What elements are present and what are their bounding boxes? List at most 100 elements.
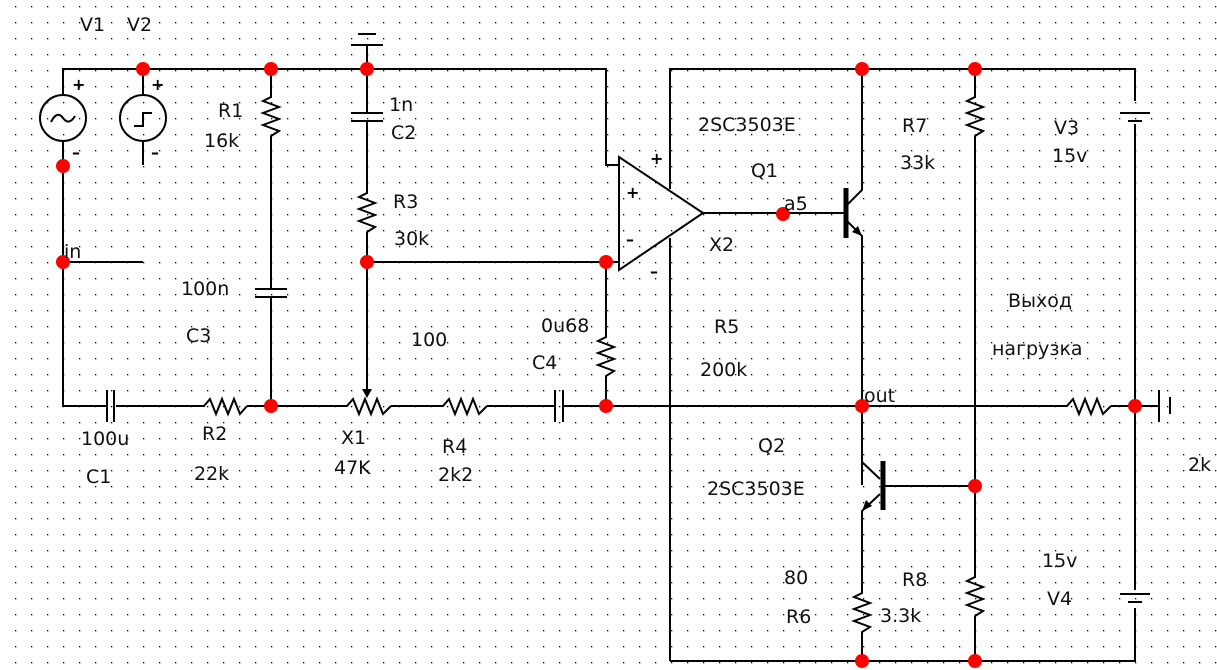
q1-ref-label: Q1 — [751, 160, 778, 182]
wire-power-box[interactable] — [669, 68, 1136, 189]
node — [264, 62, 278, 76]
c2-ref-label: C2 — [391, 122, 416, 144]
r3-resistor[interactable] — [356, 190, 378, 238]
r1-resistor[interactable] — [260, 94, 282, 142]
x1-extra-label: 100 — [411, 329, 447, 351]
load-ground-icon — [1158, 390, 1171, 422]
load-value-label: 2k — [1188, 454, 1211, 476]
opamp-vneg-pin: – — [650, 262, 658, 281]
r2-resistor[interactable] — [200, 396, 248, 417]
output-annotation: Выход — [1008, 290, 1072, 312]
c3-value-label: 100n — [181, 278, 229, 300]
x2-opamp[interactable]: + – + – — [618, 149, 705, 281]
q2-transistor[interactable] — [861, 461, 886, 511]
node — [599, 399, 613, 413]
wire-q1-collector[interactable] — [847, 69, 863, 205]
v2-minus-pin: – — [151, 143, 159, 162]
r8-value-label: 3.3k — [880, 605, 921, 627]
r3-value-label: 30k — [394, 228, 429, 250]
r6-resistor[interactable] — [851, 590, 873, 638]
c1-value-label: 100u — [81, 428, 129, 450]
load-resistor[interactable] — [1063, 396, 1112, 417]
v1-ref-label: V1 — [80, 14, 105, 36]
r2-ref-label: R2 — [202, 423, 227, 445]
top-ground-icon — [351, 33, 383, 46]
v4-battery[interactable] — [1120, 593, 1150, 603]
v2-pulse-source[interactable]: + – — [119, 75, 167, 162]
opamp-plus-input: + — [626, 183, 639, 202]
wire-v1-bottom[interactable] — [62, 142, 104, 407]
r4-value-label: 2k2 — [438, 464, 473, 486]
c3-ref-label: C3 — [186, 325, 211, 347]
node — [56, 255, 70, 269]
wire-top-rail[interactable] — [62, 68, 619, 166]
node — [599, 255, 613, 269]
r1-ref-label: R1 — [218, 100, 243, 122]
x1-value-label: 47K — [334, 457, 371, 479]
v4-ref-label: V4 — [1047, 588, 1072, 610]
node — [360, 62, 374, 76]
r5-ref-label: R5 — [714, 316, 739, 338]
v3-battery[interactable] — [1120, 112, 1150, 122]
net-label-out: out — [864, 385, 895, 407]
junction-nodes — [56, 62, 1142, 668]
r3-ref-label: R3 — [393, 191, 418, 213]
r6-value-label: 80 — [784, 567, 808, 589]
r6-ref-label: R6 — [786, 606, 811, 628]
q1-model-label: 2SC3503E — [698, 114, 796, 136]
q1-transistor[interactable] — [843, 188, 862, 238]
node — [855, 62, 869, 76]
r8-resistor[interactable] — [964, 574, 986, 622]
node — [776, 207, 790, 221]
node — [968, 654, 982, 668]
sine-icon — [50, 113, 76, 123]
c1-ref-label: C1 — [86, 466, 111, 488]
node — [968, 479, 982, 493]
q1-pin-label: a5 — [784, 193, 808, 215]
r5-resistor[interactable] — [595, 334, 617, 382]
c3-capacitor[interactable] — [255, 288, 287, 298]
c4-value-label: 0u68 — [541, 315, 589, 337]
c2-value-label: 1n — [389, 94, 413, 116]
c4-ref-label: C4 — [532, 352, 557, 374]
x1-wiper-arrow-icon[interactable] — [362, 389, 372, 398]
c1-capacitor[interactable] — [104, 390, 115, 422]
c2-capacitor[interactable] — [351, 112, 383, 122]
wire-q1-emitter[interactable] — [847, 221, 863, 485]
node — [968, 62, 982, 76]
q2-model-label: 2SC3503E — [707, 478, 805, 500]
x1-potentiometer[interactable] — [343, 396, 392, 417]
r4-ref-label: R4 — [442, 436, 467, 458]
node — [264, 399, 278, 413]
node — [855, 399, 869, 413]
r8-ref-label: R8 — [902, 569, 927, 591]
v1-plus-pin: + — [72, 75, 85, 94]
x1-ref-label: X1 — [341, 427, 366, 449]
r7-resistor[interactable] — [964, 94, 986, 142]
node — [855, 654, 869, 668]
r2-value-label: 22k — [194, 463, 229, 485]
x2-ref-label: X2 — [709, 234, 734, 256]
opamp-vpos-pin: + — [650, 149, 663, 168]
v3-ref-label: V3 — [1054, 117, 1079, 139]
opamp-minus-input: – — [626, 230, 634, 249]
r4-resistor[interactable] — [439, 396, 488, 417]
labels: V1 V2 R1 16k 1n C2 R3 30k in 100n C3 100… — [64, 14, 1211, 628]
v1-ac-source[interactable]: + – — [39, 75, 87, 162]
v4-value-label: 15v — [1042, 550, 1077, 572]
q1-emitter-arrow-icon — [852, 226, 862, 236]
node — [360, 255, 374, 269]
v1-minus-pin: – — [72, 143, 80, 162]
q2-ref-label: Q2 — [758, 435, 785, 457]
r1-value-label: 16k — [204, 130, 239, 152]
r5-value-label: 200k — [700, 359, 747, 381]
load-annotation: нагрузка — [992, 338, 1083, 360]
node — [136, 62, 150, 76]
c4-capacitor[interactable] — [554, 390, 564, 422]
wire-bottom-rail[interactable] — [670, 608, 1136, 662]
node — [1128, 399, 1142, 413]
net-label-in: in — [64, 241, 81, 263]
v2-ref-label: V2 — [127, 14, 152, 36]
node — [56, 159, 70, 173]
